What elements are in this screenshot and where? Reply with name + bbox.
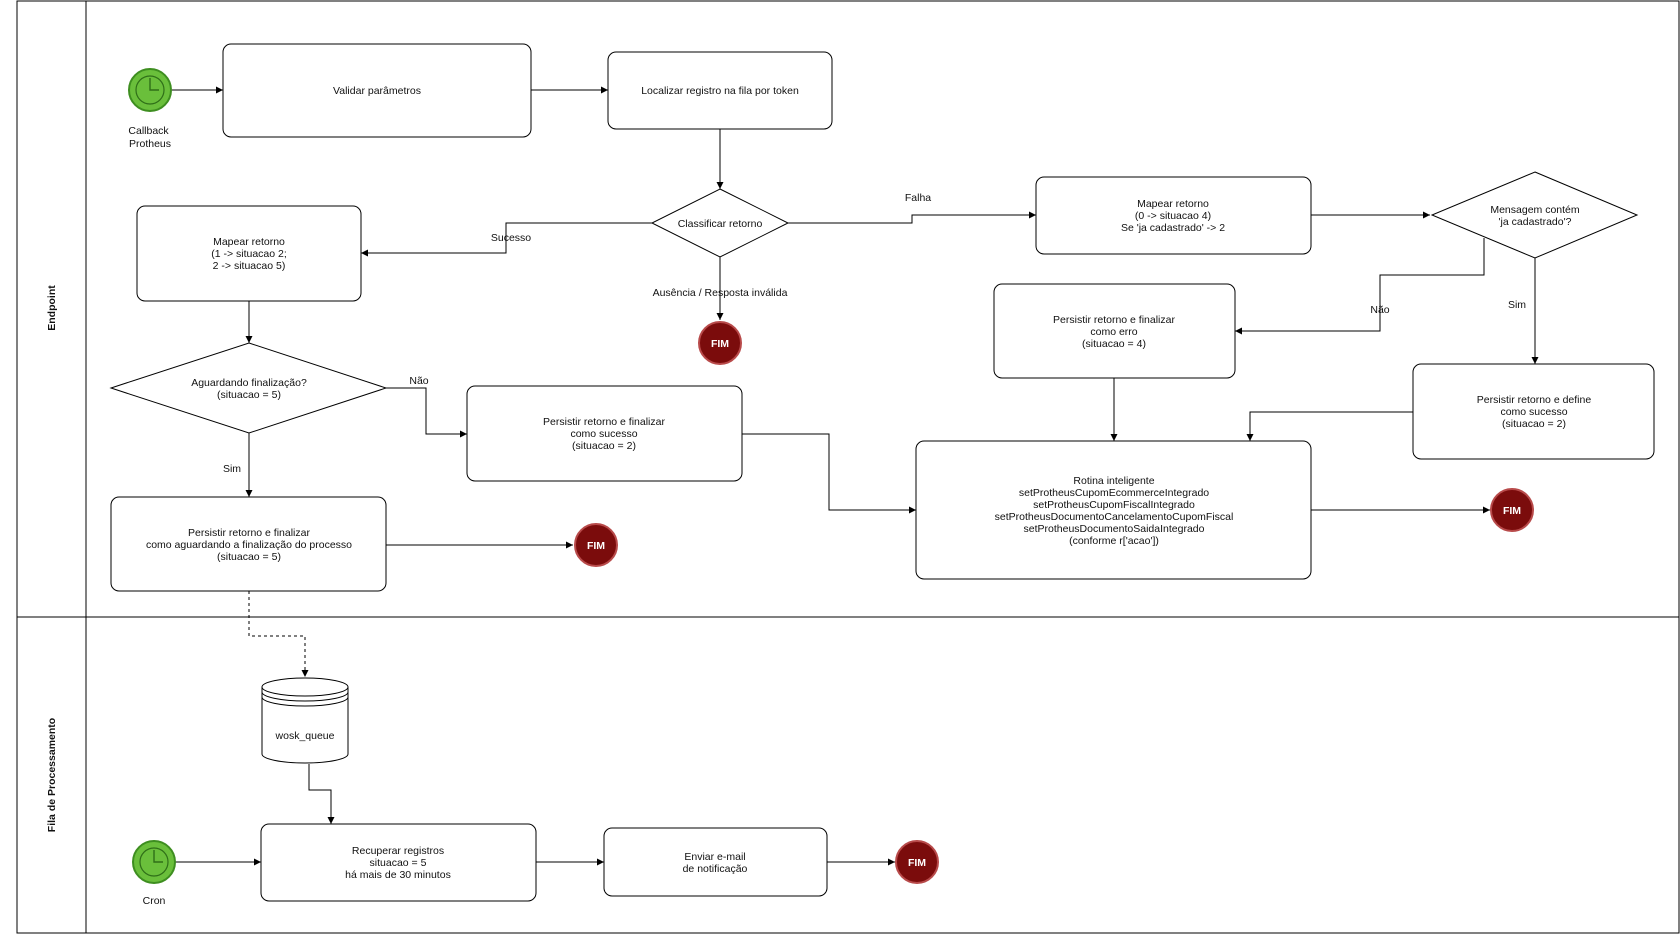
node-label-mensagem: Mensagem contém'ja cadastrado'? [1490,204,1580,228]
edge-queue-recuperar [308,764,335,824]
node-label-aguardando: Aguardando finalização?(situacao = 5) [191,377,307,401]
node-mapear-retorno-falha: Mapear retorno(0 -> situacao 4)Se 'ja ca… [1035,176,1312,255]
edge-classificar-falha [788,211,1036,224]
edge-persistir-aguardando-queue [248,591,309,677]
end-event-enviar: FIM [895,840,939,884]
node-label-validar: Validar parâmetros [333,85,421,97]
end-circle [574,523,618,567]
pool [16,0,1680,934]
end-label: FIM [587,540,605,552]
edge-labels: Sucesso Falha Ausência / Resposta inváli… [223,192,1526,475]
edge-aguardando-nao [386,387,467,438]
lane-fila-title: Fila de Processamento [46,718,58,832]
node-mapear-retorno-sucesso: Mapear retorno(1 -> situacao 2;2 -> situ… [136,205,362,302]
end-label: FIM [711,338,729,350]
start-event-cron: Cron [132,840,176,907]
end-label: FIM [908,857,926,869]
end-circle [698,321,742,365]
node-label-classificar: Classificar retorno [678,218,763,230]
lane-endpoint-title: Endpoint [46,285,58,331]
edge-label-ausencia: Ausência / Resposta inválida [653,287,788,299]
decision-aguardando-finalizacao: Aguardando finalização?(situacao = 5) [109,342,388,434]
edge-classificar-sucesso [361,222,652,257]
start-event-callback: Callback Protheus [128,68,172,150]
edge-persistir-sucesso-rotina [742,433,916,514]
edge-mensagem-nao [1235,238,1485,335]
node-label-mapear-falha: Mapear retorno(0 -> situacao 4)Se 'ja ca… [1121,198,1225,234]
end-event-classificar: FIM [698,321,742,365]
end-event-aguardando: FIM [574,523,618,567]
edge-label-sim-mensagem: Sim [1508,299,1526,311]
node-validar-parametros: Validar parâmetros [222,43,532,138]
end-circle [1490,488,1534,532]
decision-mensagem-ja-cadastrado: Mensagem contém'ja cadastrado'? [1430,171,1639,259]
edge-label-sucesso: Sucesso [491,232,531,244]
edges [172,86,1539,866]
edge-label-nao-mensagem: Não [1370,304,1389,316]
end-label: FIM [1503,505,1521,517]
edge-label-nao-aguardando: Não [409,375,428,387]
node-label-queue: wosk_queue [275,730,335,742]
datastore-wosk-queue: wosk_queue [261,677,349,764]
lane-fila-processamento: Fila de Processamento [46,718,58,832]
edge-persistir-define-rotina [1246,411,1413,441]
start-label-callback: Callback Protheus [128,125,171,150]
node-label-localizar: Localizar registro na fila por token [641,85,799,97]
decision-classificar-retorno: Classificar retorno [650,188,790,258]
lane-endpoint: Endpoint [46,285,58,331]
end-circle [895,840,939,884]
node-label-mapear-sucesso: Mapear retorno(1 -> situacao 2;2 -> situ… [211,236,287,272]
edge-label-sim-aguardando: Sim [223,463,241,475]
end-event-rotina: FIM [1490,488,1534,532]
edge-label-falha: Falha [905,192,931,204]
start-label-cron: Cron [143,895,166,907]
node-localizar-registro: Localizar registro na fila por token [607,51,833,130]
